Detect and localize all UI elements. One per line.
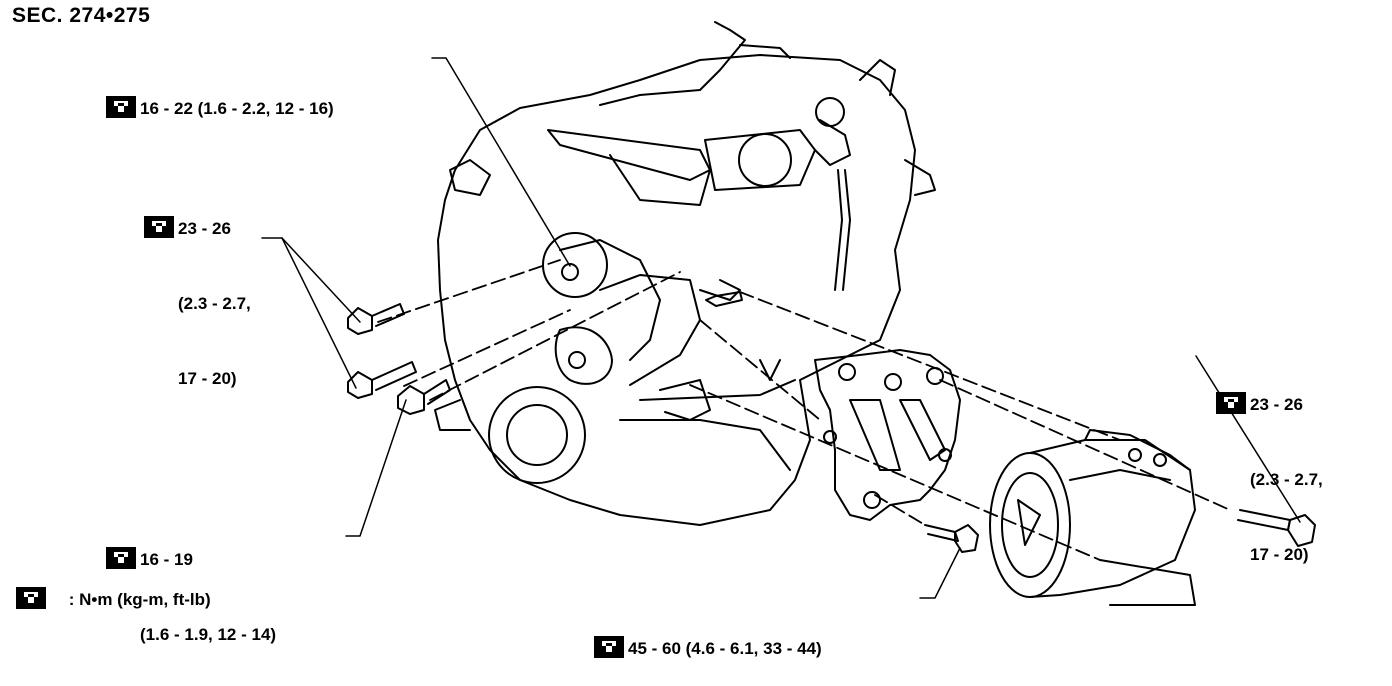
bolts-drawing (347, 291, 1316, 553)
torque-wrench-icon (106, 547, 136, 569)
legend-units: : N•m (kg-m, ft-lb) (68, 590, 211, 609)
torque-legend: : N•m (kg-m, ft-lb) (16, 587, 211, 610)
compressor-bracket-drawing (814, 349, 961, 521)
callout-left-lower-line1: 16 - 19 (140, 550, 193, 569)
callout-left-lower-line2: (1.6 - 1.9, 12 - 14) (140, 625, 277, 644)
torque-callout-top: 16 - 22 (1.6 - 2.2, 12 - 16) (106, 46, 334, 146)
engine-compressor-diagram (261, 21, 1316, 606)
torque-callout-bottom: 45 - 60 (4.6 - 6.1, 33 - 44) (594, 586, 822, 686)
torque-wrench-icon (594, 636, 624, 658)
callout-left-upper-line3: 17 - 20) (178, 369, 237, 388)
torque-callout-left-upper: 23 - 26 (2.3 - 2.7, 17 - 20) (144, 166, 251, 416)
callout-left-upper-line1: 23 - 26 (178, 219, 231, 238)
torque-wrench-icon (1216, 392, 1246, 414)
alignment-lines (377, 259, 1231, 561)
callout-left-upper-line2: (2.3 - 2.7, (178, 294, 251, 313)
torque-callout-right: 23 - 26 (2.3 - 2.7, 17 - 20) (1216, 342, 1323, 592)
ac-compressor-drawing (989, 429, 1196, 606)
torque-wrench-icon (144, 216, 174, 238)
torque-callout-left-lower: 16 - 19 (1.6 - 1.9, 12 - 14) (106, 497, 276, 672)
callout-right-line3: 17 - 20) (1250, 545, 1309, 564)
section-number: SEC. 274•275 (12, 4, 151, 27)
torque-wrench-icon (106, 96, 136, 118)
callout-bottom-value: 45 - 60 (4.6 - 6.1, 33 - 44) (628, 639, 822, 658)
leader-lines (261, 57, 1301, 599)
engine-block-drawing (434, 21, 936, 526)
torque-wrench-icon (16, 587, 46, 609)
callout-right-line2: (2.3 - 2.7, (1250, 470, 1323, 489)
callout-top-value: 16 - 22 (1.6 - 2.2, 12 - 16) (140, 99, 334, 118)
callout-right-line1: 23 - 26 (1250, 395, 1303, 414)
